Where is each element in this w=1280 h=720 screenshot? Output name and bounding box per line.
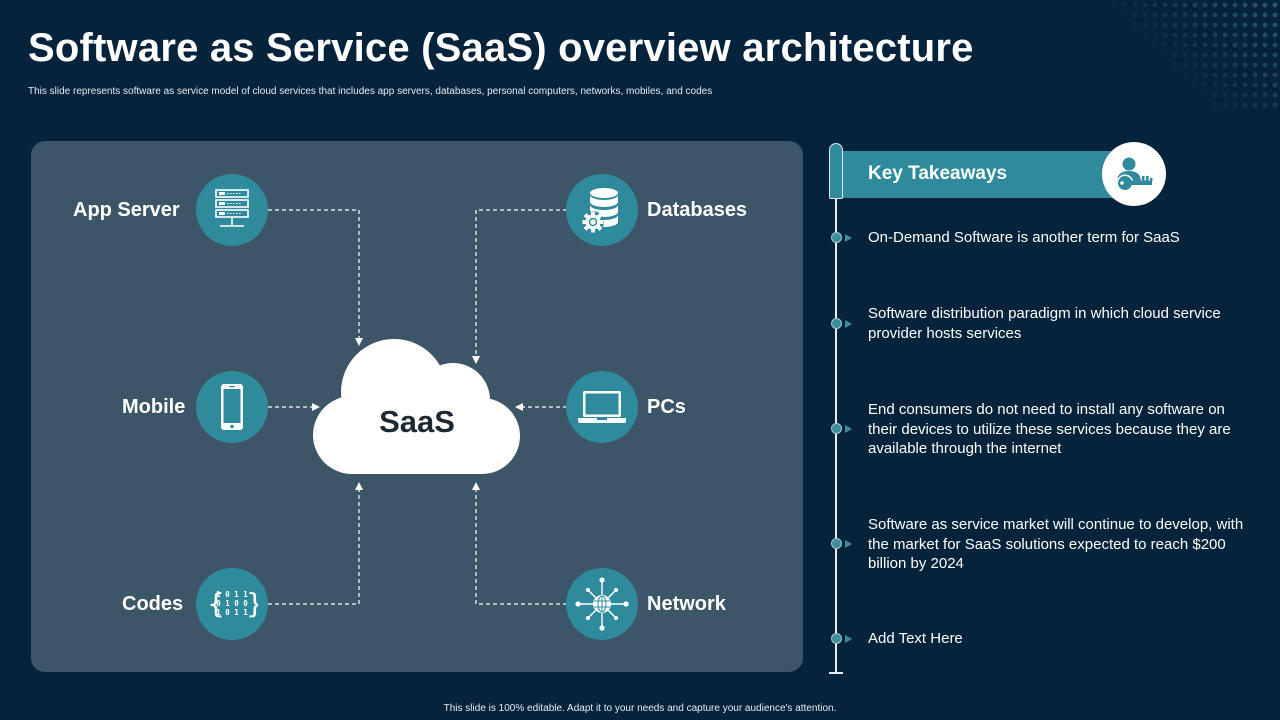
smartphone-icon bbox=[221, 384, 243, 430]
code-row-1: 1 0 1 1 bbox=[216, 590, 248, 599]
node-app-server bbox=[196, 174, 268, 246]
takeaway-item: Software as service market will continue… bbox=[868, 516, 1244, 572]
timeline-dot bbox=[830, 232, 842, 243]
timeline-cap bbox=[829, 143, 843, 199]
svg-text:}: } bbox=[246, 588, 258, 620]
node-codes: { } 1 0 1 1 0 1 0 0 1 0 1 1 bbox=[196, 568, 268, 640]
slide-title: Software as Service (SaaS) overview arch… bbox=[28, 26, 974, 70]
node-label-network: Network bbox=[647, 593, 726, 615]
node-label-app-server: App Server bbox=[73, 199, 180, 221]
timeline-end bbox=[829, 672, 843, 674]
timeline-arrow-icon bbox=[845, 540, 852, 548]
slide-footer: This slide is 100% editable. Adapt it to… bbox=[443, 703, 837, 714]
node-label-databases: Databases bbox=[647, 199, 748, 221]
takeaway-item: Software distribution paradigm in which … bbox=[868, 305, 1221, 342]
node-mobile bbox=[196, 371, 268, 443]
timeline-arrow-icon bbox=[845, 234, 852, 242]
user-key-icon bbox=[1116, 157, 1153, 192]
takeaway-item: Add Text Here bbox=[868, 630, 963, 647]
svg-text:{: { bbox=[207, 588, 225, 620]
timeline-dot bbox=[830, 318, 842, 329]
timeline-dot bbox=[830, 538, 842, 549]
binary-code-icon: { } 1 0 1 1 0 1 0 0 1 0 1 1 bbox=[207, 588, 258, 620]
decorative-dot-pattern bbox=[1100, 0, 1280, 110]
slide-subtitle: This slide represents software as servic… bbox=[28, 86, 713, 97]
timeline-dot bbox=[830, 423, 842, 434]
key-takeaways-header bbox=[840, 151, 1130, 198]
globe-network-icon bbox=[575, 577, 629, 631]
node-label-mobile: Mobile bbox=[122, 396, 186, 418]
node-label-pcs: PCs bbox=[647, 396, 686, 418]
key-takeaways-badge bbox=[1102, 142, 1166, 206]
node-databases bbox=[566, 174, 638, 246]
code-row-2: 0 1 0 0 bbox=[216, 599, 248, 608]
takeaway-item: On-Demand Software is another term for S… bbox=[868, 229, 1180, 246]
node-network bbox=[566, 568, 638, 640]
node-label-codes: Codes bbox=[122, 593, 184, 615]
timeline-arrow-icon bbox=[845, 635, 852, 643]
timeline-dot bbox=[830, 633, 842, 644]
node-pcs bbox=[566, 371, 638, 443]
key-takeaways-title: Key Takeaways bbox=[868, 163, 1008, 184]
laptop-icon bbox=[578, 391, 626, 423]
database-gear-icon bbox=[582, 188, 618, 233]
timeline-arrow-icon bbox=[845, 425, 852, 433]
server-rack-icon bbox=[215, 189, 249, 227]
code-row-3: 1 0 1 1 bbox=[216, 608, 248, 617]
timeline-line bbox=[835, 199, 837, 673]
saas-cloud-label: SaaS bbox=[379, 404, 455, 439]
takeaway-item: End consumers do not need to install any… bbox=[868, 401, 1231, 457]
timeline-arrow-icon bbox=[845, 320, 852, 328]
